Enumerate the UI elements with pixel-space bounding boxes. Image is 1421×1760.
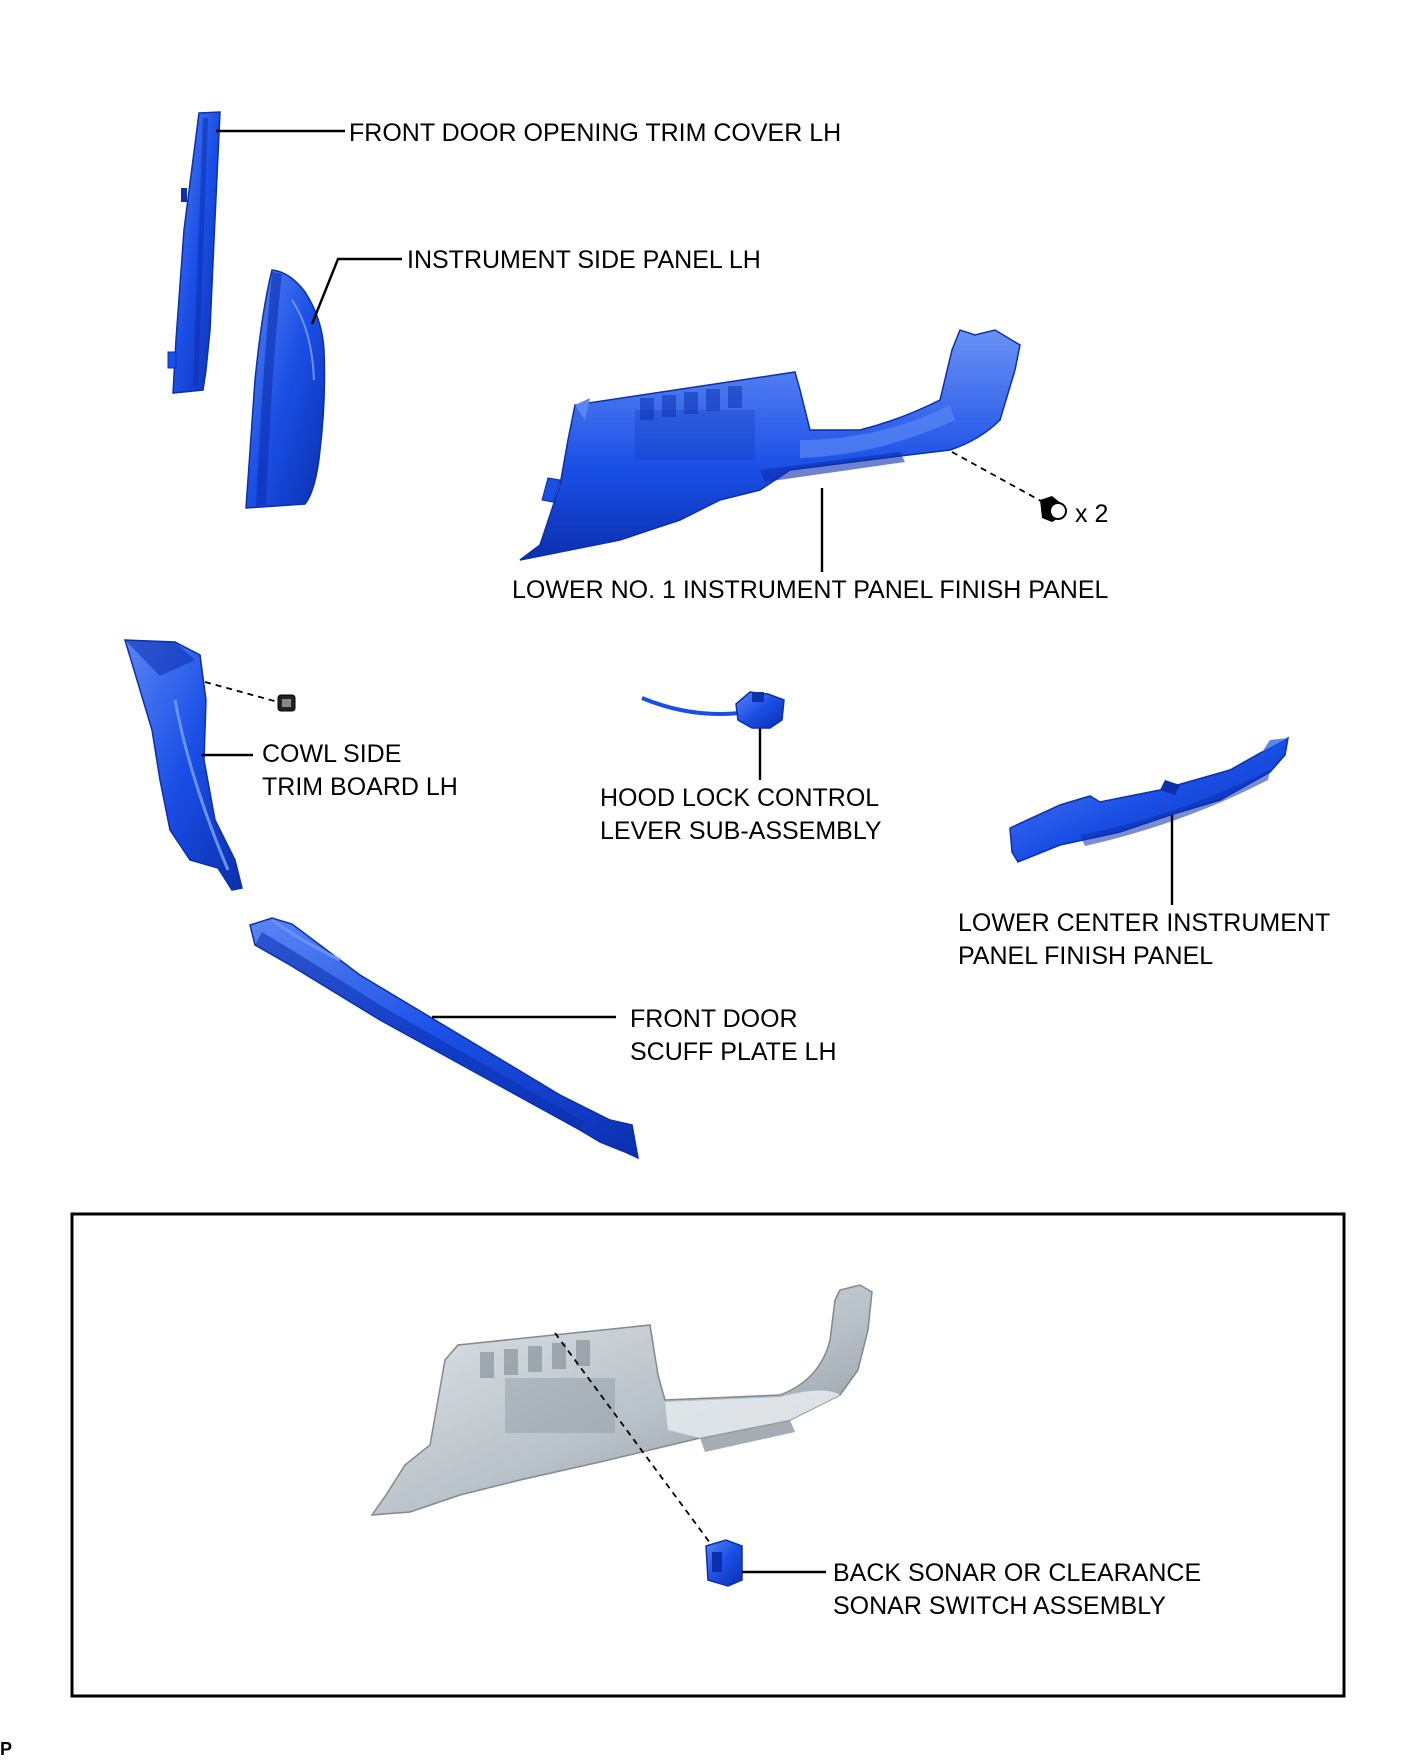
lower-center-label-line1: LOWER CENTER INSTRUMENT: [958, 909, 1330, 937]
lower-center-instrument-panel-part: [1009, 736, 1290, 863]
instrument-side-panel-label: INSTRUMENT SIDE PANEL LH: [407, 246, 761, 274]
hood-lock-label-line2: LEVER SUB-ASSEMBLY: [600, 817, 882, 845]
clip-icon: [1040, 496, 1067, 522]
instrument-side-panel-part: [245, 269, 326, 509]
scuff-plate-label-line1: FRONT DOOR: [630, 1005, 798, 1033]
cowl-side-label-line2: TRIM BOARD LH: [262, 773, 458, 801]
sonar-switch-label-line2: SONAR SWITCH ASSEMBLY: [833, 1592, 1166, 1620]
instrument-side-panel-leader: [310, 257, 402, 325]
cowl-side-trim-board-part: [123, 639, 243, 891]
front-door-opening-trim-cover-label: FRONT DOOR OPENING TRIM COVER LH: [349, 119, 841, 147]
cowl-side-clip-dashed-line: [204, 681, 279, 703]
sonar-switch-part: [705, 1539, 743, 1587]
hood-lock-control-lever-part: [641, 691, 785, 729]
front-door-opening-trim-cover-part: [167, 111, 221, 394]
front-door-scuff-plate-part: [249, 917, 639, 1160]
cowl-side-label-line1: COWL SIDE: [262, 740, 401, 768]
lower-no1-clip-dashed-line: [951, 451, 1051, 507]
inset-lower-panel-gray-part: [370, 1284, 873, 1516]
hood-lock-label-line1: HOOD LOCK CONTROL: [600, 784, 879, 812]
sonar-switch-dashed-line: [554, 1332, 714, 1548]
clip-count-label: x 2: [1075, 500, 1108, 528]
scuff-plate-label-line2: SCUFF PLATE LH: [630, 1038, 837, 1066]
lower-no1-instrument-panel-part: [519, 329, 1021, 561]
sonar-switch-label-line1: BACK SONAR OR CLEARANCE: [833, 1559, 1201, 1587]
lower-center-label-line2: PANEL FINISH PANEL: [958, 942, 1213, 970]
cowl-side-clip-icon: [277, 694, 296, 712]
corner-mark: P: [0, 1739, 12, 1759]
lower-no1-label: LOWER NO. 1 INSTRUMENT PANEL FINISH PANE…: [512, 576, 1108, 604]
inset-frame: [70, 1212, 1346, 1698]
